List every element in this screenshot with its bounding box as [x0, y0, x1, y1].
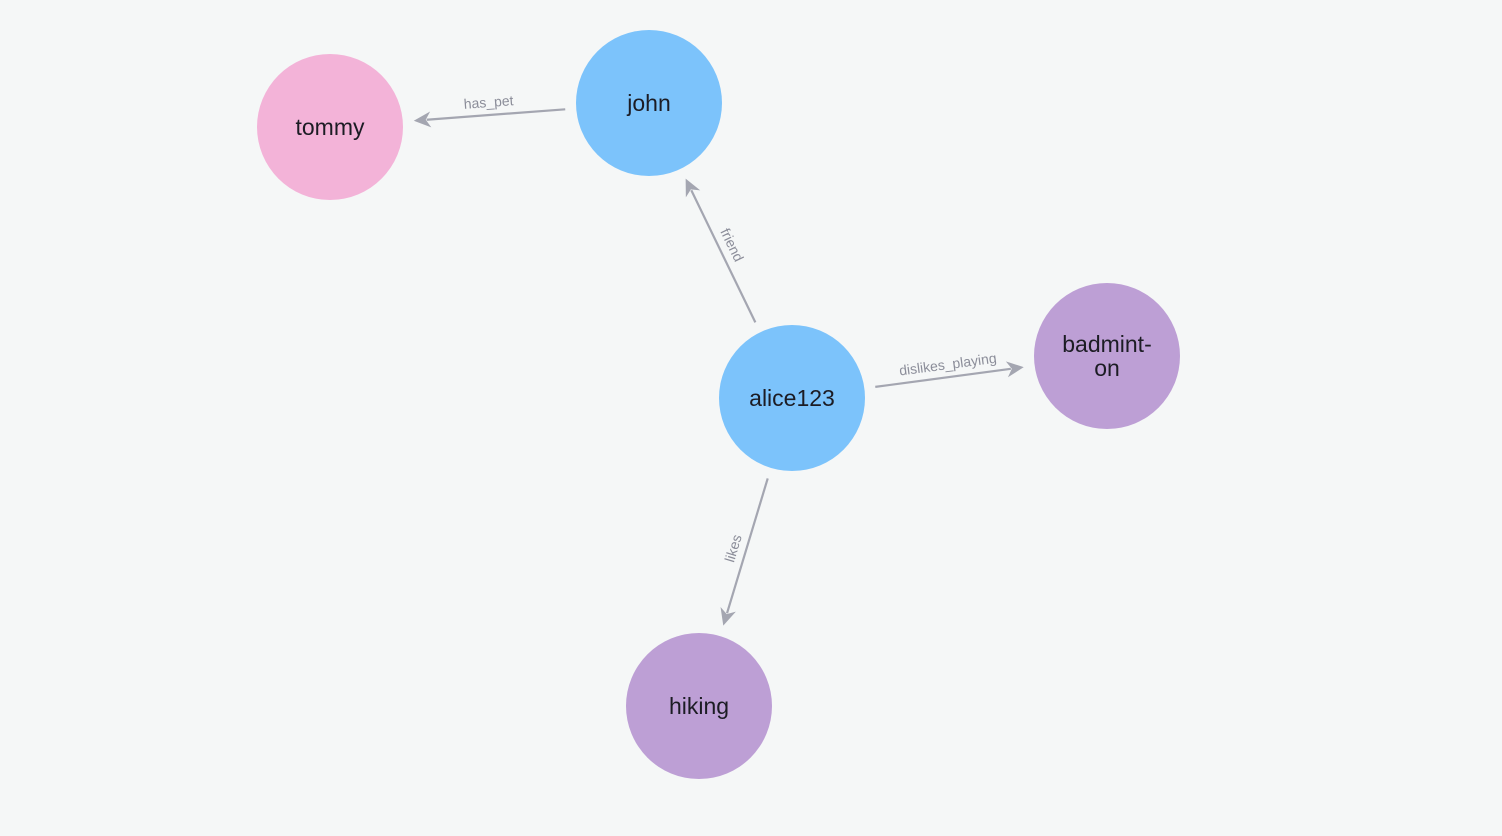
node-circle [719, 325, 865, 471]
edge-line [875, 367, 1011, 388]
edge-line [690, 189, 757, 323]
node-badminton[interactable]: badmint-on [1034, 283, 1180, 429]
node-label: alice123 [749, 385, 835, 411]
edge-label: dislikes_playing [898, 350, 997, 379]
node-alice123[interactable]: alice123 [719, 325, 865, 471]
node-john[interactable]: john [576, 30, 722, 176]
node-label: on [1094, 355, 1120, 381]
node-label: hiking [669, 693, 729, 719]
node-circle [626, 633, 772, 779]
arrowhead-icon [1005, 361, 1024, 378]
arrowhead-icon [720, 606, 736, 626]
node-label: tommy [296, 114, 366, 140]
edge-line [426, 108, 566, 121]
node-tommy[interactable]: tommy [257, 54, 403, 200]
node-label: john [626, 90, 670, 116]
edge-line [725, 478, 769, 614]
node-circle [257, 54, 403, 200]
nodes-layer: tommy john alice123 badmint-on hiking [257, 30, 1180, 779]
node-label: badmint- [1062, 331, 1151, 357]
node-hiking[interactable]: hiking [626, 633, 772, 779]
arrowhead-icon [413, 111, 432, 128]
edge-has_pet[interactable]: has_pet [413, 92, 566, 128]
node-circle [1034, 283, 1180, 429]
node-circle [576, 30, 722, 176]
edge-likes[interactable]: likes [720, 478, 769, 626]
edge-friend[interactable]: friend [685, 178, 757, 323]
edge-label: has_pet [463, 92, 514, 112]
edge-dislikes_playing[interactable]: dislikes_playing [875, 350, 1024, 388]
arrowhead-icon [685, 178, 701, 198]
edge-label: friend [717, 226, 747, 265]
edge-label: likes [721, 533, 744, 564]
